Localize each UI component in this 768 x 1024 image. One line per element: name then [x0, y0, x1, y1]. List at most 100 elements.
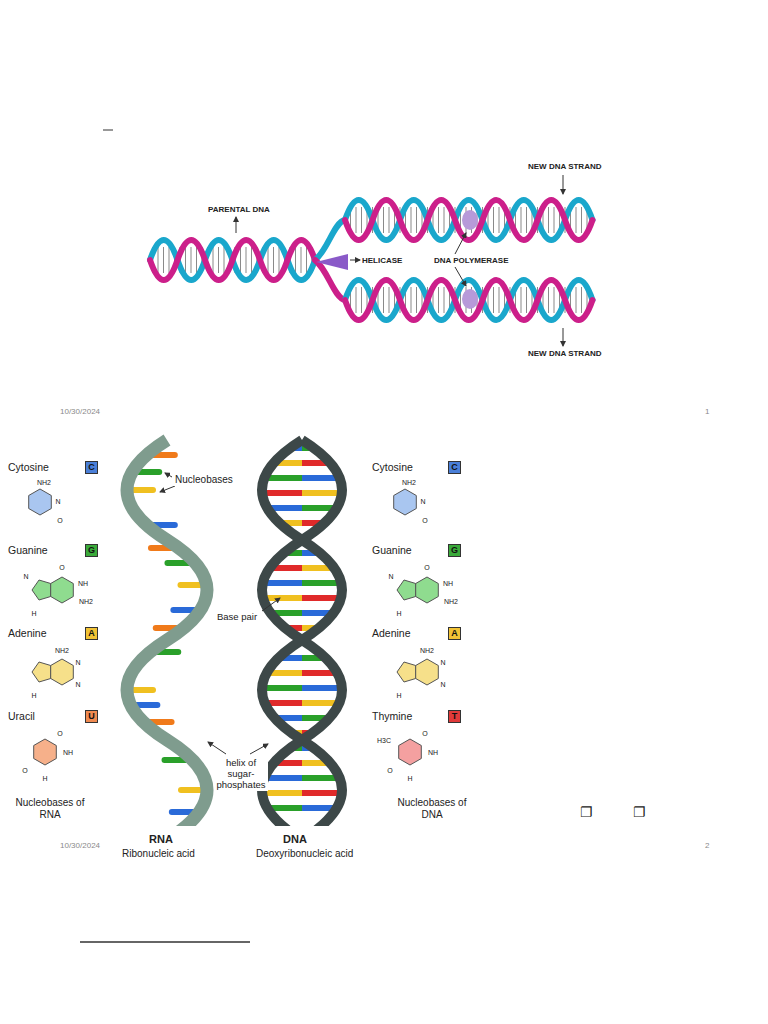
page-number: 1	[705, 407, 709, 416]
atom-label: H	[396, 610, 401, 617]
atom-label: NH	[443, 580, 453, 587]
base-letter-box: G	[85, 544, 98, 557]
base-letter: G	[451, 546, 458, 555]
base-letter: C	[88, 463, 95, 472]
atom-label: O	[59, 564, 64, 571]
base-pair-half	[302, 595, 341, 601]
base-pair-half	[302, 580, 341, 586]
base-letter-box: C	[448, 461, 461, 474]
molecule-ring	[34, 739, 57, 765]
part-label: NEW DNA STRAND	[528, 162, 601, 171]
molecule-subtitle: Deoxyribonucleic acid	[256, 848, 353, 860]
dna-base-pairs	[262, 448, 342, 808]
base-pair-half	[302, 685, 342, 691]
atom-label: O	[422, 730, 427, 737]
atom-label: H	[31, 610, 36, 617]
base-pair-half	[263, 595, 302, 601]
base-letter: A	[88, 629, 95, 638]
atom-label: H3C	[377, 737, 391, 744]
base-letter: U	[88, 712, 95, 721]
atom-label: N	[388, 573, 393, 580]
molecule-name: RNA	[149, 833, 173, 846]
molecule-subtitle: Ribonucleic acid	[122, 848, 195, 860]
polymerase-blob	[462, 210, 478, 230]
base-letter: T	[452, 712, 458, 721]
atom-label: H	[31, 692, 36, 699]
checkbox-glyph: ❐	[580, 804, 593, 820]
base-letter-box: C	[85, 461, 98, 474]
base-letter-box: A	[85, 627, 98, 640]
base-name: Uracil	[8, 710, 35, 722]
atom-label: NH2	[444, 598, 458, 605]
column-caption: Nucleobases of DNA	[392, 797, 472, 820]
rungs	[152, 220, 590, 300]
atom-label: N	[440, 681, 445, 688]
slide-date: 10/30/2024	[60, 841, 100, 850]
dash-mark	[103, 130, 113, 131]
base-letter-box: G	[448, 544, 461, 557]
atom-label: O	[424, 564, 429, 571]
atom-label: O	[387, 767, 392, 774]
atom-label: H	[396, 692, 401, 699]
atom-label: NH2	[79, 598, 93, 605]
base-name: Adenine	[372, 627, 411, 639]
molecule-ring	[416, 577, 439, 603]
dna-ribbon	[262, 440, 342, 826]
base-letter-box: U	[85, 710, 98, 723]
atom-label: NH	[63, 749, 73, 756]
molecule-name: DNA	[283, 833, 307, 846]
base-pair-half	[302, 790, 342, 796]
molecule-ring	[399, 739, 422, 765]
base-name: Guanine	[372, 544, 412, 556]
atom-label: O	[57, 517, 62, 524]
polymerase-blob	[462, 289, 478, 309]
dna-strands	[150, 200, 593, 320]
base-name: Thymine	[372, 710, 412, 722]
base-name: Guanine	[8, 544, 48, 556]
atom-label: H	[407, 775, 412, 782]
atom-label: N	[23, 573, 28, 580]
base-letter-box: T	[448, 710, 461, 723]
atom-label: N	[55, 498, 60, 505]
callout-label: Base pair	[216, 612, 258, 623]
helicase-wedge	[316, 254, 348, 270]
atom-label: NH2	[37, 479, 51, 486]
atom-label: NH2	[420, 647, 434, 654]
part-label: DNA POLYMERASE	[434, 256, 509, 265]
checkbox-glyph: ❐	[633, 804, 646, 820]
atom-label: NH	[78, 580, 88, 587]
atom-label: O	[422, 517, 427, 524]
underline	[80, 941, 250, 943]
base-pair-half	[302, 490, 342, 496]
base-pair-half	[263, 580, 302, 586]
molecule-ring	[29, 489, 52, 515]
base-letter: C	[451, 463, 458, 472]
atom-label: N	[440, 659, 445, 666]
molecule-ring	[397, 662, 416, 682]
base-name: Cytosine	[8, 461, 49, 473]
base-name: Cytosine	[372, 461, 413, 473]
molecule-ring	[51, 659, 74, 685]
molecule-ring	[32, 580, 51, 600]
callout-label: helix of sugar-phosphates	[214, 758, 268, 791]
molecule-ring	[51, 577, 74, 603]
dna-ribbon	[262, 440, 342, 826]
base-letter: G	[88, 546, 95, 555]
leader-arrows	[236, 175, 563, 346]
atom-label: NH2	[55, 647, 69, 654]
rna-ribbon	[127, 440, 207, 826]
base-letter-box: A	[448, 627, 461, 640]
base-pair-half	[262, 490, 302, 496]
base-pair-half	[262, 685, 302, 691]
part-label: HELICASE	[362, 256, 402, 265]
atom-label: O	[22, 767, 27, 774]
column-caption: Nucleobases of RNA	[10, 797, 90, 820]
slide-date: 10/30/2024	[60, 407, 100, 416]
molecule-ring	[32, 662, 51, 682]
part-label: PARENTAL DNA	[208, 205, 270, 214]
page-number: 2	[705, 841, 709, 850]
leader-arrows	[160, 473, 280, 754]
atom-label: NH2	[402, 479, 416, 486]
